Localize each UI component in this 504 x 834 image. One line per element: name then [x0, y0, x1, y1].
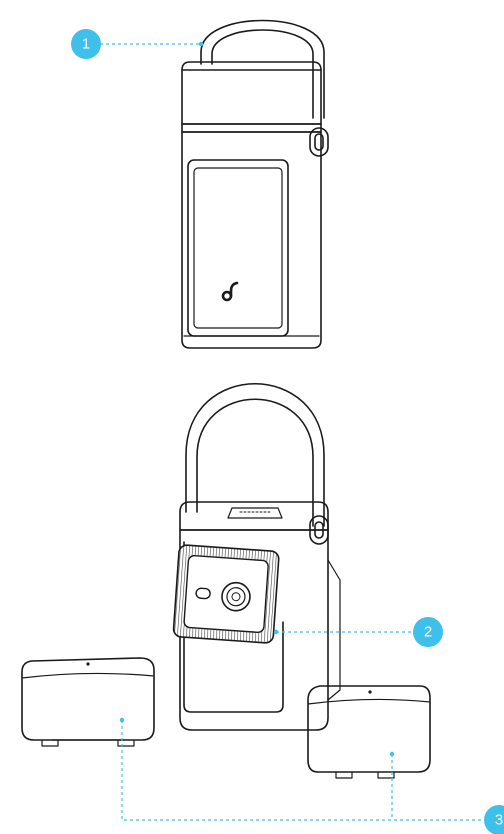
brand-logo-icon	[221, 281, 239, 302]
leader-3	[121, 720, 485, 821]
lantern-body	[181, 131, 322, 349]
callout-leaders	[100, 43, 485, 821]
projector-frame	[179, 529, 329, 731]
projector-handle	[185, 383, 325, 527]
assembled-lantern	[181, 19, 329, 349]
projector-head	[172, 544, 280, 644]
right-speaker	[307, 685, 431, 779]
callout-number-2: 2	[424, 624, 432, 641]
lantern-window	[187, 159, 289, 337]
handle-pivot	[309, 127, 329, 157]
lantern-lid	[181, 61, 322, 125]
callout-number-1: 1	[82, 36, 90, 53]
callout-badge-1: 1	[71, 29, 101, 59]
lantern-handle	[200, 19, 325, 119]
lens	[221, 581, 251, 612]
left-speaker	[21, 657, 155, 747]
callout-badge-2: 2	[413, 617, 443, 647]
sensor-window	[195, 587, 211, 600]
projector-unit	[179, 383, 341, 731]
leader-anchors	[119, 41, 395, 757]
callout-badge-3: 3	[484, 805, 504, 834]
callout-number-3: 3	[495, 812, 503, 829]
